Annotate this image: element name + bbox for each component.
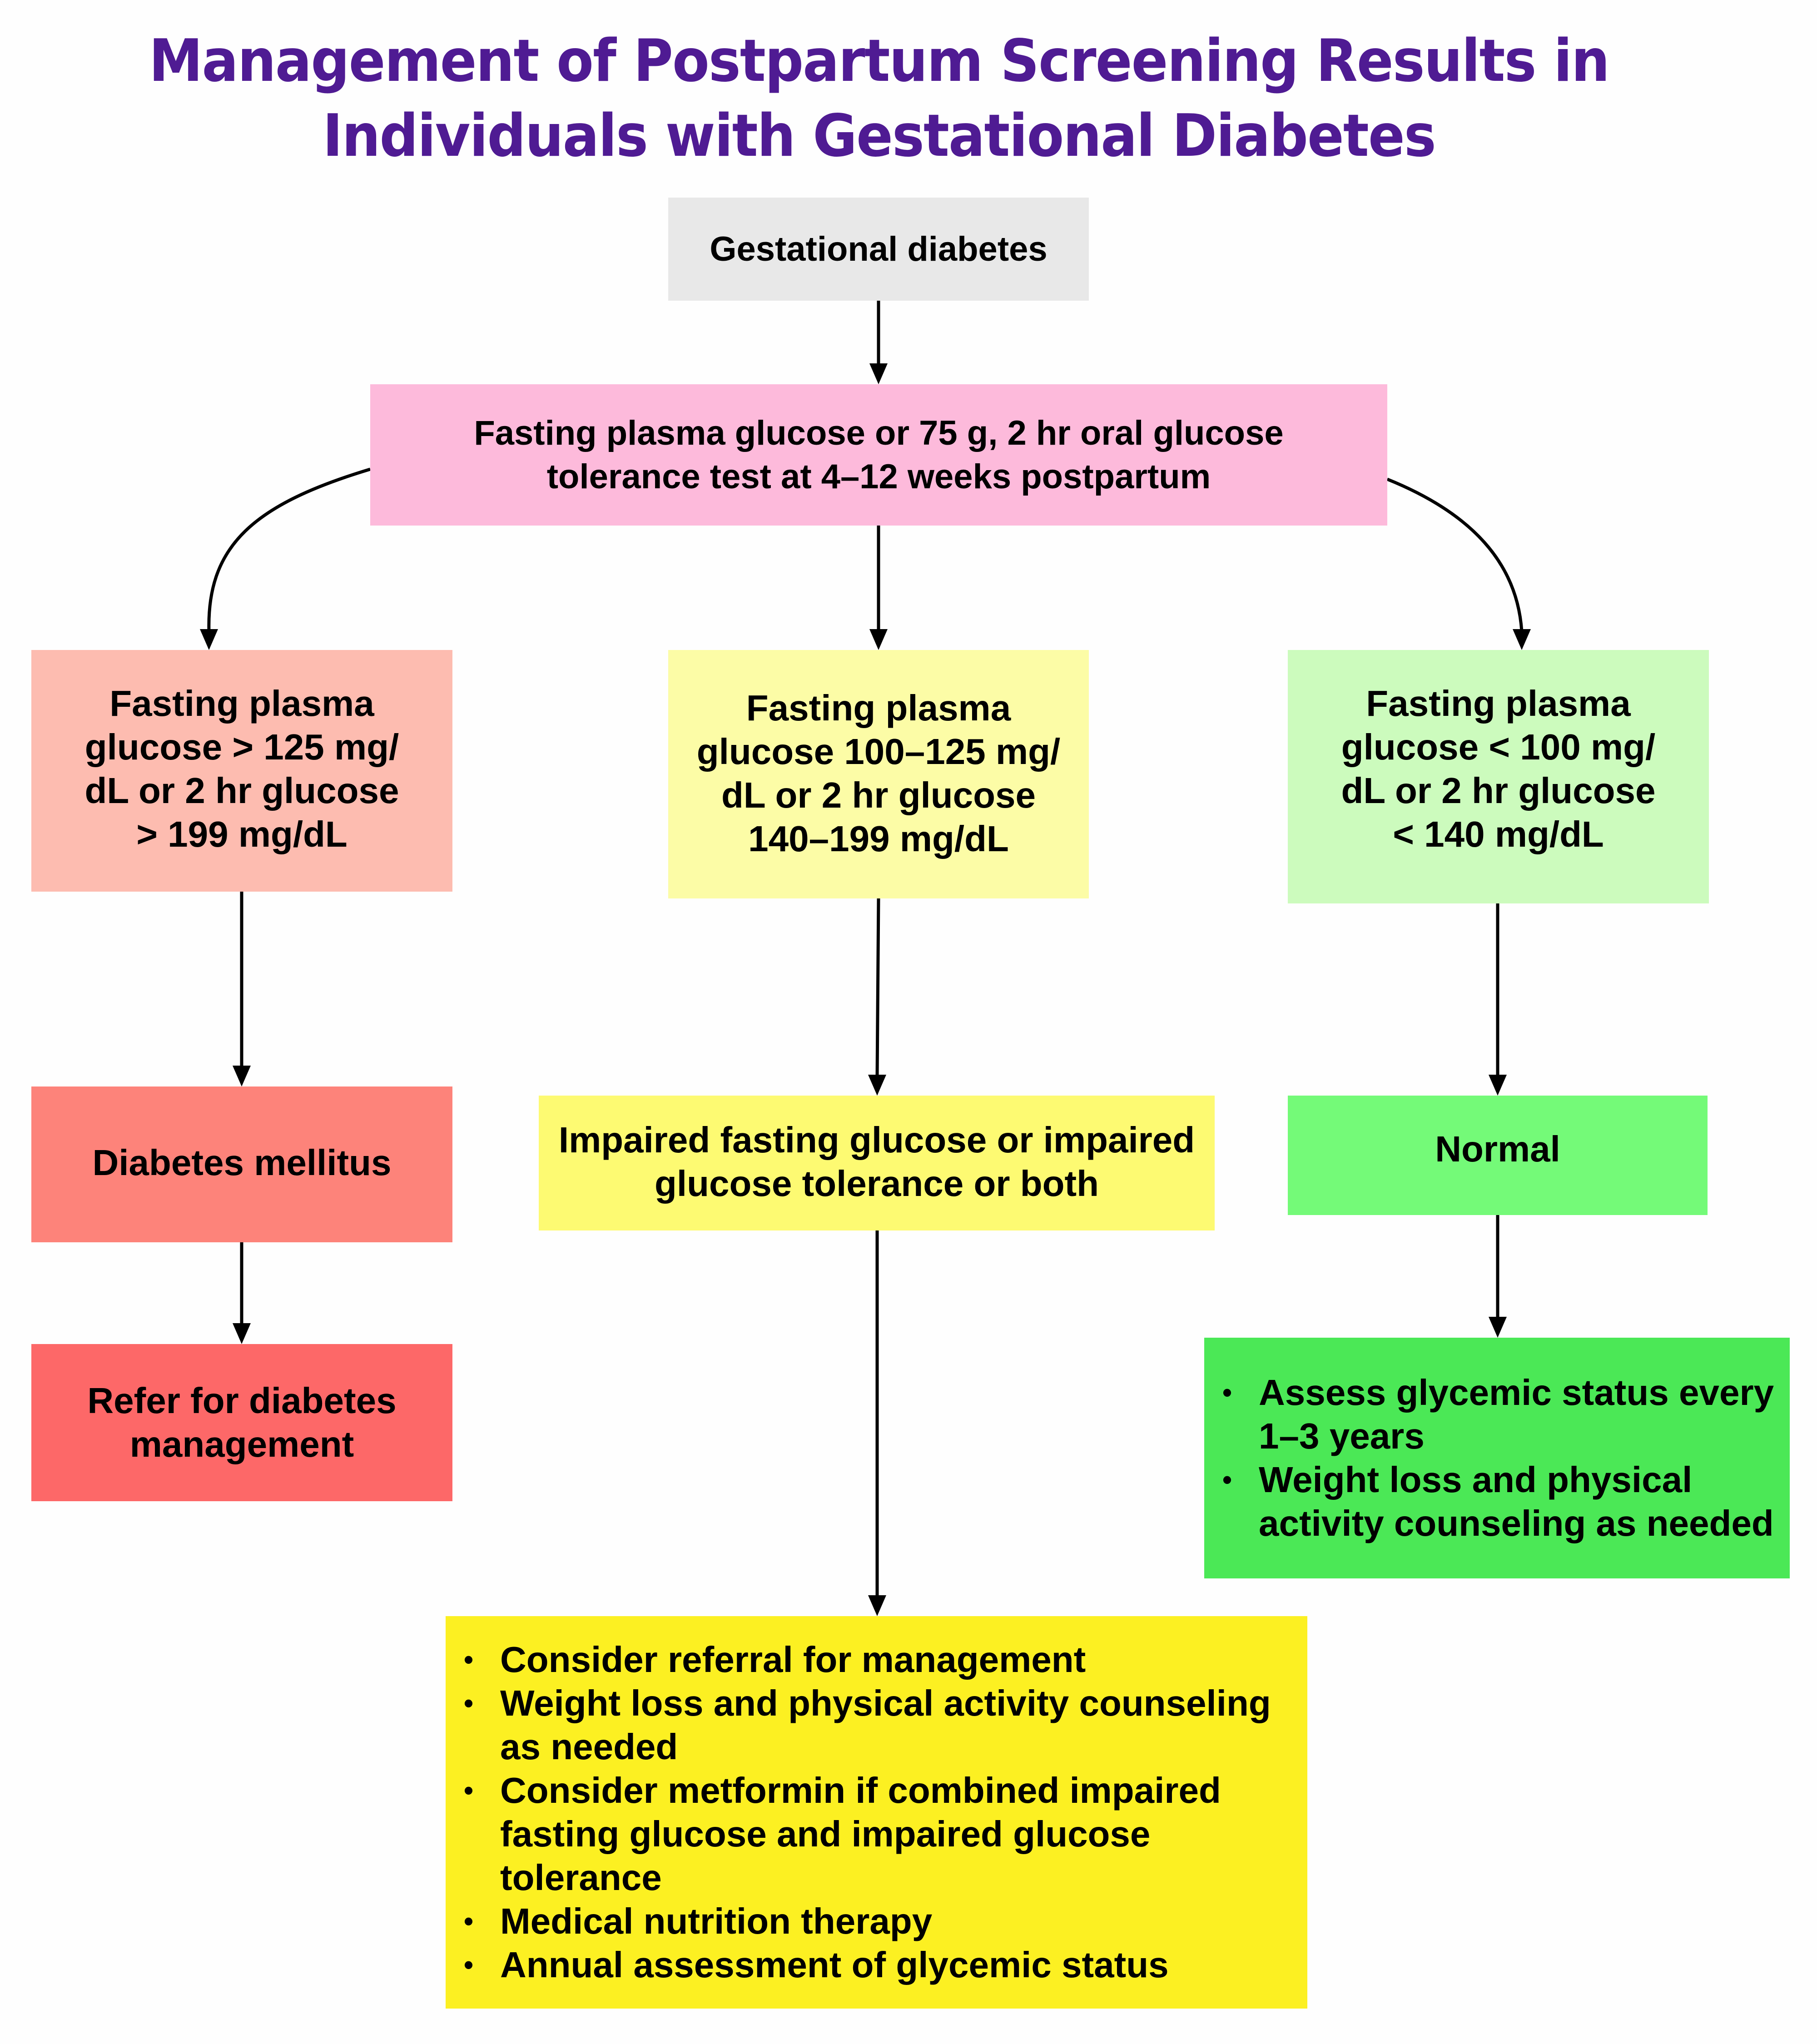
bullet-icon: •: [464, 1644, 474, 1675]
normal-action-item: • Assess glycemic status every 1–3 years: [1204, 1371, 1774, 1458]
arrowhead-diabetes: [233, 1066, 251, 1086]
node-low-line-2: glucose < 100 mg/: [1341, 727, 1656, 767]
node-gestational-diabetes-label: Gestational diabetes: [710, 229, 1048, 268]
bullet-icon: •: [1222, 1377, 1232, 1408]
title-line-1: Management of Postpartum Screening Resul…: [149, 27, 1610, 95]
node-diabetes-mellitus-label: Diabetes mellitus: [92, 1142, 392, 1183]
node-impaired-actions: • Consider referral for management • Wei…: [446, 1616, 1307, 2009]
bullet-icon: •: [464, 1775, 474, 1806]
node-mid-line-2: glucose 100–125 mg/: [696, 731, 1061, 772]
node-mid-line-3: dL or 2 hr glucose: [721, 775, 1036, 815]
impaired-action-item: • Medical nutrition therapy: [446, 1900, 1271, 1943]
node-low-result: Fasting plasma glucose < 100 mg/ dL or 2…: [1288, 650, 1709, 903]
normal-action-1-line-2: 1–3 years: [1259, 1416, 1425, 1456]
bullet-icon: •: [464, 1906, 474, 1936]
node-impaired-glucose: Impaired fasting glucose or impaired glu…: [539, 1096, 1215, 1230]
node-low-line-4: < 140 mg/dL: [1393, 814, 1604, 854]
node-refer-line-2: management: [129, 1424, 354, 1464]
impaired-action-2-line-2: as needed: [500, 1726, 678, 1767]
node-normal-label: Normal: [1435, 1129, 1560, 1169]
arrowhead-normal: [1489, 1075, 1507, 1096]
node-postpartum-screening: Fasting plasma glucose or 75 g, 2 hr ora…: [370, 384, 1387, 526]
arrowhead-impaired: [868, 1075, 886, 1096]
arrow-screening-to-high: [207, 467, 371, 632]
arrowhead-low: [1513, 629, 1531, 650]
impaired-action-5-line-1: Annual assessment of glycemic status: [500, 1945, 1169, 1985]
node-refer-management: Refer for diabetes management: [31, 1344, 452, 1501]
node-mid-line-1: Fasting plasma: [746, 688, 1011, 728]
normal-action-item: • Weight loss and physical activity coun…: [1204, 1458, 1774, 1545]
impaired-action-3-line-1: Consider metformin if combined impaired: [500, 1770, 1221, 1811]
node-screening-line-2: tolerance test at 4–12 weeks postpartum: [546, 457, 1211, 496]
node-normal-actions: • Assess glycemic status every 1–3 years…: [1204, 1338, 1790, 1578]
arrow-mid-to-impaired: [875, 898, 880, 1077]
impaired-action-2-line-1: Weight loss and physical activity counse…: [500, 1683, 1271, 1723]
node-high-line-4: > 199 mg/dL: [136, 814, 348, 854]
normal-action-2-line-1: Weight loss and physical: [1259, 1459, 1693, 1500]
node-diabetes-mellitus: Diabetes mellitus: [31, 1086, 452, 1242]
arrowhead-mid: [869, 629, 888, 650]
node-refer-line-1: Refer for diabetes: [87, 1380, 397, 1421]
impaired-actions-list: • Consider referral for management • Wei…: [446, 1638, 1271, 1987]
node-impaired-line-2: glucose tolerance or both: [655, 1163, 1099, 1204]
normal-action-2-line-2: activity counseling as needed: [1259, 1503, 1774, 1543]
impaired-action-3-line-2: fasting glucose and impaired glucose: [500, 1814, 1151, 1854]
impaired-action-item: • Consider metformin if combined impaire…: [446, 1769, 1271, 1900]
arrowhead-impaired-actions: [868, 1595, 886, 1616]
node-mid-result: Fasting plasma glucose 100–125 mg/ dL or…: [668, 650, 1089, 898]
node-mid-line-4: 140–199 mg/dL: [748, 819, 1009, 859]
impaired-action-4-line-1: Medical nutrition therapy: [500, 1901, 933, 1941]
arrowhead-screening: [869, 363, 888, 384]
node-low-line-1: Fasting plasma: [1366, 683, 1631, 724]
normal-action-1-line-1: Assess glycemic status every: [1259, 1372, 1774, 1413]
bullet-icon: •: [464, 1950, 474, 1980]
arrowhead-normal-actions: [1489, 1317, 1507, 1338]
node-high-line-3: dL or 2 hr glucose: [84, 770, 399, 811]
impaired-action-item: • Annual assessment of glycemic status: [446, 1943, 1271, 1987]
arrowhead-high: [200, 629, 218, 650]
node-high-line-1: Fasting plasma: [109, 683, 374, 724]
arrow-screening-to-low: [1386, 477, 1524, 632]
node-gestational-diabetes: Gestational diabetes: [668, 198, 1089, 301]
node-impaired-line-1: Impaired fasting glucose or impaired: [558, 1120, 1195, 1160]
title-line-2: Individuals with Gestational Diabetes: [323, 102, 1436, 170]
arrowhead-refer: [233, 1323, 251, 1344]
node-normal: Normal: [1288, 1096, 1708, 1215]
impaired-action-item: • Weight loss and physical activity coun…: [446, 1682, 1271, 1769]
impaired-action-1-line-1: Consider referral for management: [500, 1639, 1086, 1680]
node-high-line-2: glucose > 125 mg/: [84, 727, 399, 767]
node-screening-line-1: Fasting plasma glucose or 75 g, 2 hr ora…: [474, 413, 1284, 452]
impaired-action-3-line-3: tolerance: [500, 1857, 662, 1898]
impaired-action-item: • Consider referral for management: [446, 1638, 1271, 1682]
node-high-result: Fasting plasma glucose > 125 mg/ dL or 2…: [31, 650, 452, 892]
bullet-icon: •: [464, 1688, 474, 1718]
bullet-icon: •: [1222, 1464, 1232, 1495]
node-low-line-3: dL or 2 hr glucose: [1341, 770, 1656, 811]
normal-actions-list: • Assess glycemic status every 1–3 years…: [1204, 1371, 1774, 1545]
